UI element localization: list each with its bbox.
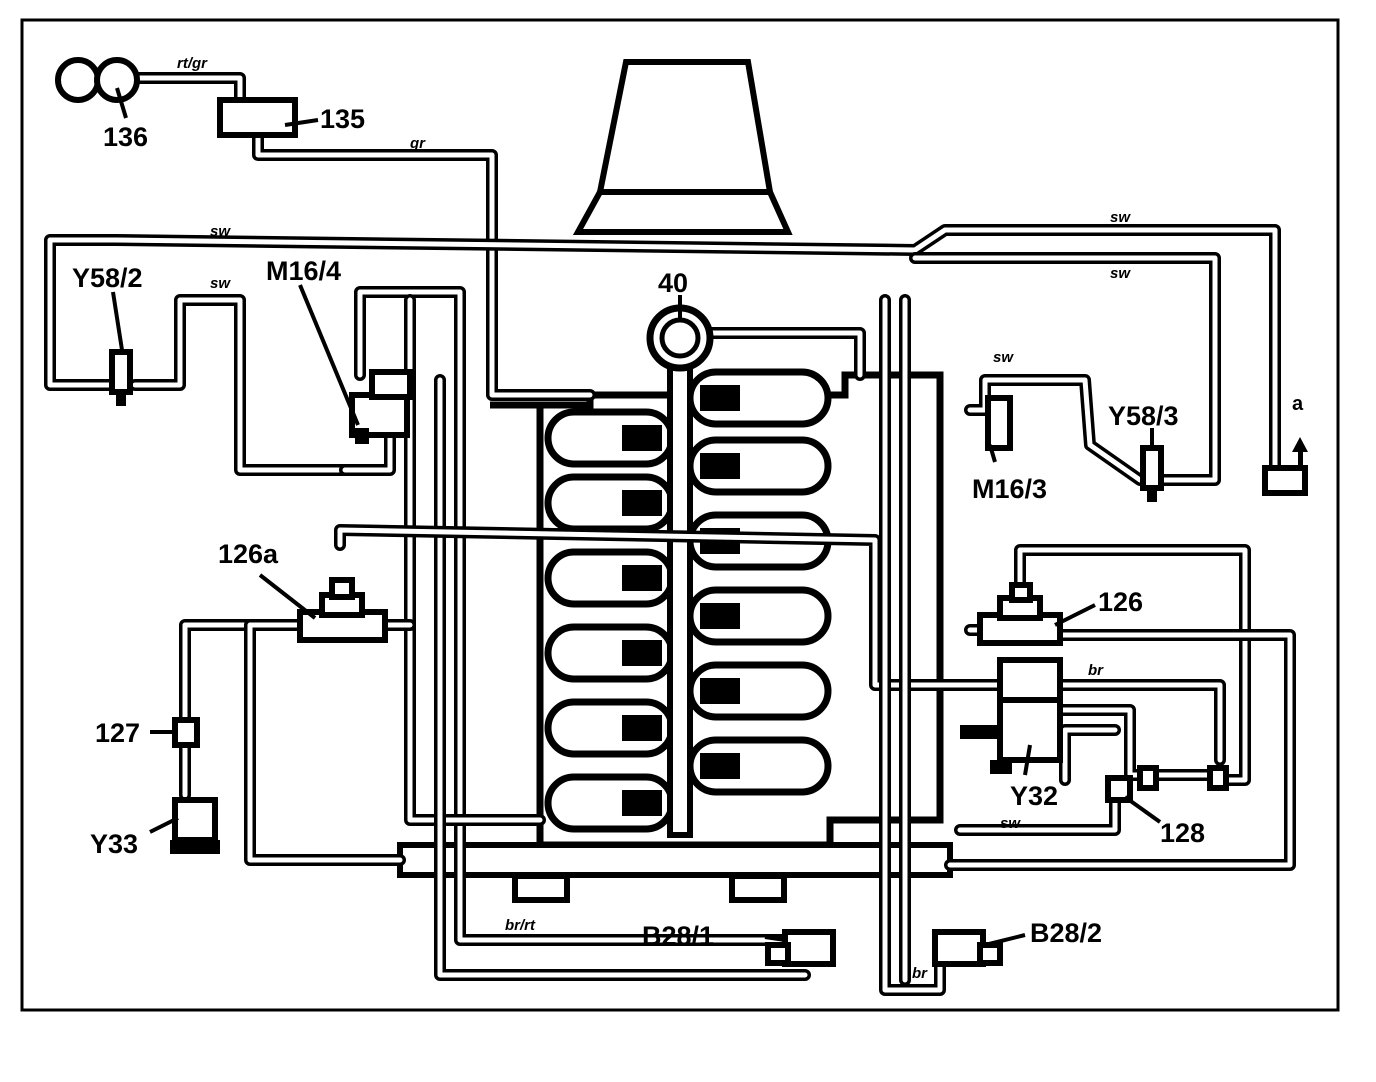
label-128: 128 (1160, 818, 1205, 848)
connector-br-rt (512, 873, 570, 903)
component-126a (297, 577, 388, 643)
code-gr: gr (409, 135, 426, 152)
component-127 (172, 717, 200, 748)
code-sw-5: sw (993, 349, 1014, 366)
label-M16-3: M16/3 (972, 474, 1047, 504)
component-Y32 (960, 657, 1063, 774)
code-br-2: br (912, 965, 928, 982)
component-B28-1 (765, 929, 836, 967)
connector-center (729, 873, 787, 903)
label-Y58-3: Y58/3 (1108, 401, 1179, 431)
code-br-rt: br/rt (505, 917, 536, 934)
component-135 (217, 97, 298, 138)
component-128 (1105, 765, 1229, 803)
component-Y58-3 (1140, 445, 1164, 502)
component-136 (55, 57, 140, 103)
label-135: 135 (320, 104, 365, 134)
code-sw-6: sw (1000, 815, 1021, 832)
label-136: 136 (103, 122, 148, 152)
component-labels: 136 135 40 Y58/2 M16/4 Y58/3 M16/3 126a … (72, 104, 1304, 951)
label-B28-2: B28/2 (1030, 918, 1102, 948)
code-sw-3: sw (1110, 209, 1131, 226)
label-Y58-2: Y58/2 (72, 263, 143, 293)
code-sw-2: sw (210, 275, 231, 292)
color-code-labels: rt/gr gr sw sw sw sw sw sw br br br/rt (177, 55, 1131, 982)
leader-lines (111, 87, 1162, 947)
label-127: 127 (95, 718, 140, 748)
label-Y33: Y33 (90, 829, 138, 859)
code-br-1: br (1088, 662, 1104, 679)
component-Y58-2 (109, 349, 133, 406)
label-126a: 126a (218, 539, 279, 569)
code-sw-1: sw (210, 223, 231, 240)
label-Y32: Y32 (1010, 781, 1058, 811)
component-Y33 (170, 797, 220, 854)
code-rt-gr: rt/gr (177, 55, 208, 72)
air-filter-housing (572, 59, 793, 235)
intake-runners (544, 368, 832, 833)
fuel-rail (667, 352, 693, 838)
code-sw-4: sw (1110, 265, 1131, 282)
component-M16-3 (985, 395, 1013, 451)
label-B28-1: B28/1 (642, 921, 714, 951)
component-B28-2 (932, 929, 1003, 967)
vacuum-lines (44, 72, 1296, 996)
component-126 (977, 582, 1063, 646)
component-a-port (1262, 437, 1308, 496)
label-a: a (1292, 393, 1304, 415)
component-M16-4 (349, 369, 413, 444)
label-126: 126 (1098, 587, 1143, 617)
label-40: 40 (658, 268, 688, 298)
diagram-frame (20, 18, 1340, 1012)
label-M16-4: M16/4 (266, 256, 341, 286)
